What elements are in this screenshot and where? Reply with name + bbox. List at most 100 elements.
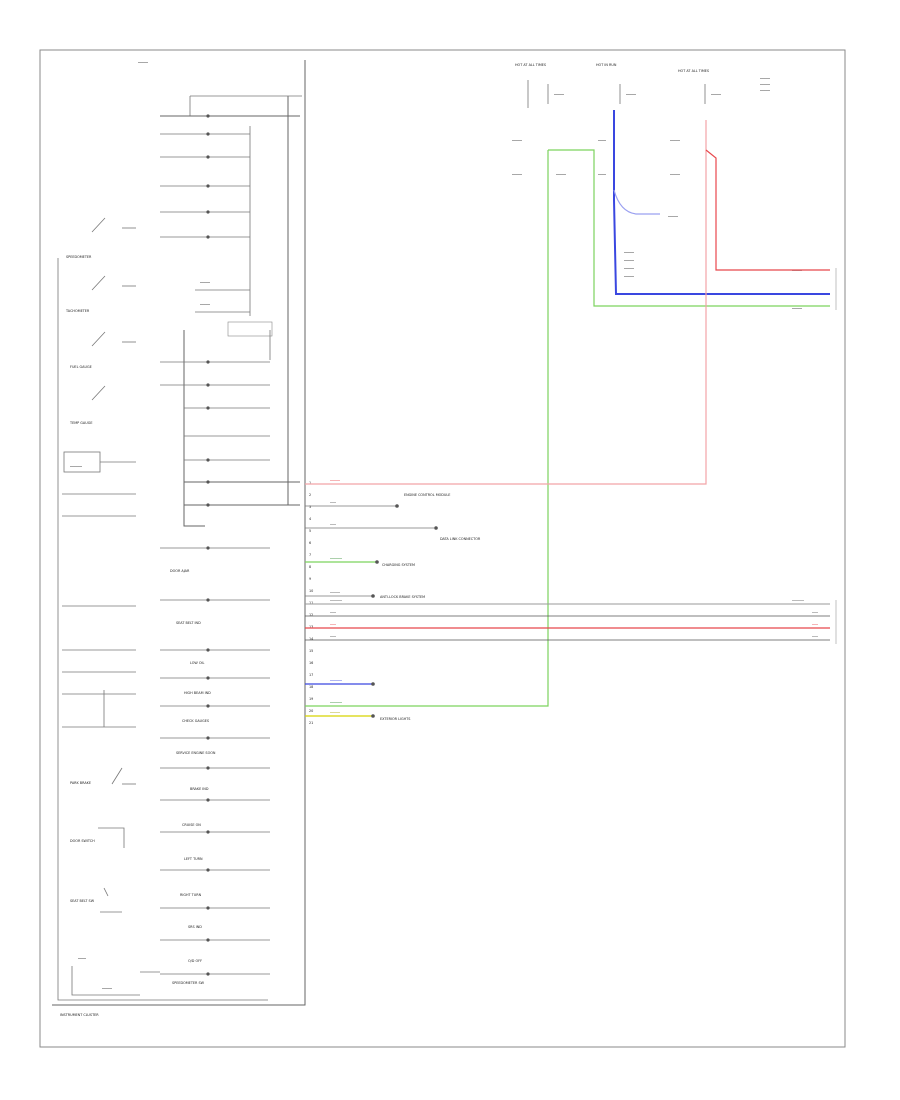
svg-text:•••••: •••••	[760, 77, 770, 81]
svg-text:11: 11	[309, 601, 313, 605]
lamp-label-8: LEFT TURN	[184, 857, 203, 861]
svg-text:9: 9	[309, 577, 311, 581]
lamp-label-9: RIGHT TURN	[180, 893, 202, 897]
svg-text:••••••: ••••••	[330, 599, 342, 603]
gauge-label-0: SPEEDOMETER	[66, 255, 92, 259]
svg-text:12: 12	[309, 613, 313, 617]
svg-text:15: 15	[309, 649, 313, 653]
wire-labels-top: ••••• ••••• ••••• •••• •••• ••••• ••••• …	[512, 139, 802, 311]
destination-1: DATA LINK CONNECTOR	[440, 537, 481, 541]
svg-text:•••••: •••••	[554, 93, 564, 97]
lamp-label-11: O/D OFF	[188, 959, 202, 963]
svg-text:•••••: •••••	[556, 173, 566, 177]
svg-text:•••••: •••••	[200, 303, 210, 307]
svg-text:6: 6	[309, 541, 311, 545]
indicator-box-label: ••••••	[70, 465, 82, 469]
svg-text:19: 19	[309, 697, 313, 701]
svg-text:21: 21	[309, 721, 313, 725]
svg-text:3: 3	[309, 505, 311, 509]
lamp-label-1: SEAT BELT IND	[176, 621, 201, 625]
lamp-label-0: DOOR AJAR	[170, 569, 190, 573]
top-module-2: HOT IN RUN •••••	[596, 63, 636, 104]
svg-text:13: 13	[309, 625, 313, 629]
lamp-label-12: SPEEDOMETER SW	[172, 981, 205, 985]
tire-text-2: •••••	[102, 987, 112, 991]
svg-text:••••••: ••••••	[330, 679, 342, 683]
svg-text:7: 7	[309, 553, 311, 557]
svg-text:•••••: •••••	[512, 173, 522, 177]
lamp-rows: ••••• •••••	[160, 95, 302, 976]
svg-text:•••: •••	[330, 635, 336, 639]
lamp-label-2: LOW OIL	[190, 661, 205, 665]
gauge-label-2: FUEL GAUGE	[70, 365, 92, 369]
svg-text:5: 5	[309, 529, 311, 533]
svg-text:•••: •••	[330, 623, 336, 627]
lamp-label-7: CRUISE ON	[182, 823, 201, 827]
switch-label-1: DOOR SWITCH	[70, 839, 95, 843]
svg-text:•••: •••	[812, 611, 818, 615]
top-module-4: ••••• ••••• •••••	[760, 77, 770, 93]
svg-text:•••••: •••••	[624, 267, 634, 271]
svg-text:••••••: ••••••	[330, 701, 342, 705]
top-module-3: HOT AT ALL TIMES •••••	[678, 69, 721, 104]
svg-text:•••: •••	[330, 523, 336, 527]
svg-text:•••••: •••••	[668, 215, 678, 219]
svg-text:4: 4	[309, 517, 311, 521]
top-module-title-1: HOT IN RUN	[596, 63, 617, 67]
lamp-label-6: BRAKE IND	[190, 787, 209, 791]
svg-text:14: 14	[309, 637, 313, 641]
gauge-label-1: TACHOMETER	[65, 309, 90, 313]
top-module-1: HOT AT ALL TIMES •••••	[515, 63, 564, 108]
wire-red-top	[705, 149, 830, 271]
svg-text:16: 16	[309, 661, 313, 665]
destination-4: EXTERIOR LIGHTS	[380, 717, 410, 721]
svg-text:20: 20	[309, 709, 313, 713]
svg-text:•••••: •••••	[711, 93, 721, 97]
svg-text:••••••: ••••••	[330, 557, 342, 561]
indicator-box	[63, 451, 101, 473]
svg-text:•••••: •••••	[512, 139, 522, 143]
destination-0: ENGINE CONTROL MODULE	[404, 493, 450, 497]
lamp-label-10: SRS IND	[188, 925, 202, 929]
svg-text:•••••: •••••	[624, 275, 634, 279]
svg-text:••••••: ••••••	[792, 599, 804, 603]
svg-text:•••••: •••••	[792, 307, 802, 311]
cluster-bus-3	[183, 330, 205, 527]
footer-label: INSTRUMENT CLUSTER	[60, 1013, 99, 1017]
svg-text:18: 18	[309, 685, 313, 689]
destination-connectors: ENGINE CONTROL MODULE DATA LINK CONNECTO…	[371, 493, 481, 721]
svg-text:•••: •••	[812, 623, 818, 627]
switch-section: PARK BRAKE DOOR SWITCH SEAT BELT SW ••••…	[70, 767, 160, 996]
wire-green-top	[548, 149, 830, 307]
cluster-outline	[52, 60, 306, 1006]
cluster-inner-outline	[57, 258, 268, 1001]
svg-text:•••••: •••••	[624, 259, 634, 263]
svg-text:•••••: •••••	[200, 281, 210, 285]
destination-3: ANTI-LOCK BRAKE SYSTEM	[380, 595, 425, 599]
cluster-top-text: •••••	[138, 61, 148, 65]
svg-text:10: 10	[309, 589, 313, 593]
lamp-label-4: CHECK GAUGES	[182, 719, 209, 723]
gauge-label-3: TEMP GAUGE	[69, 421, 92, 425]
wire-green-main	[305, 150, 549, 707]
svg-text:••••: ••••	[598, 173, 606, 177]
svg-text:•••••: •••••	[760, 89, 770, 93]
wire-blue-main	[613, 110, 830, 295]
svg-text:•••••: •••••	[670, 139, 680, 143]
svg-text:•••: •••	[812, 635, 818, 639]
svg-text:••••: ••••	[598, 139, 606, 143]
svg-text:•••••: •••••	[792, 269, 802, 273]
top-module-title-2: HOT AT ALL TIMES	[678, 69, 709, 73]
svg-text:•••••: •••••	[626, 93, 636, 97]
svg-text:8: 8	[309, 565, 311, 569]
svg-text:•••: •••	[330, 501, 336, 505]
diagram-border	[39, 49, 846, 1048]
svg-text:•••: •••	[330, 611, 336, 615]
gauge-section: SPEEDOMETER TACHOMETER FUEL GAUGE TEMP G…	[65, 217, 136, 425]
switch-label-2: SEAT BELT SW	[70, 899, 95, 903]
inline-wire-labels: ••••• ••• ••• •••••• ••••• •••••• ••• ••…	[330, 479, 818, 715]
top-module-title-0: HOT AT ALL TIMES	[515, 63, 546, 67]
svg-text:1: 1	[309, 481, 311, 485]
